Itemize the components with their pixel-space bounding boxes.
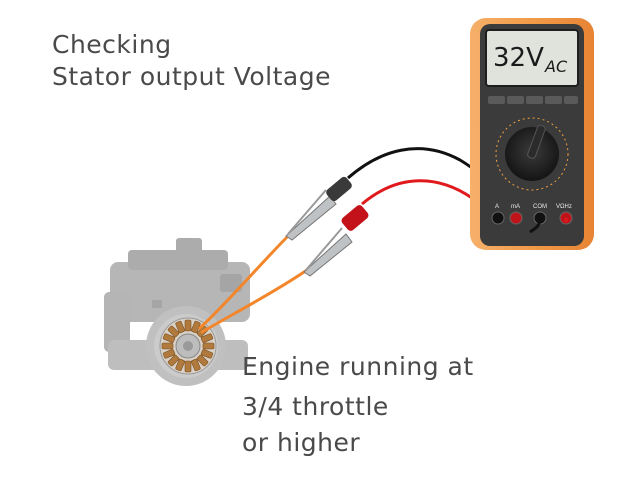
note-line-3: or higher (242, 428, 361, 457)
stator-coil (161, 342, 174, 350)
note-line-2: 3/4 throttle (242, 392, 389, 421)
stator-coil (202, 342, 215, 350)
dial-pointer (527, 124, 546, 159)
rotary-dial (495, 117, 569, 191)
multimeter: 32V AC A mA COM VΩHz (470, 18, 594, 250)
stator-coil (191, 358, 201, 372)
stator-output-wires (198, 230, 312, 334)
stator-coil (162, 333, 176, 343)
stator-coil (184, 319, 192, 332)
jack-label-ma: mA (511, 204, 520, 210)
alligator-clip-red (303, 205, 369, 277)
lcd-reading-value: 32V (493, 43, 544, 73)
stator-coil (167, 354, 180, 367)
note-line-1: Engine running at (242, 352, 474, 381)
black-lead-plug (529, 217, 542, 234)
jack-label-com: COM (533, 204, 547, 210)
stator-coil (184, 360, 192, 373)
stator-coil (167, 325, 180, 338)
lcd-display (485, 29, 579, 87)
stator-coil (175, 358, 185, 372)
jack-label-v: VΩHz (556, 204, 572, 210)
stator-coil (200, 349, 214, 359)
stator (159, 317, 217, 375)
title-line-2: Stator output Voltage (52, 62, 331, 91)
jack-label-a: A (495, 204, 499, 210)
alligator-clip-black (285, 176, 352, 241)
stator-coil (196, 354, 209, 367)
lcd-reading-unit: AC (544, 57, 568, 76)
stator-coil (162, 349, 176, 359)
stator-coil (200, 333, 214, 343)
stator-coil (175, 320, 185, 334)
title-line-1: Checking (52, 30, 172, 59)
meter-function-buttons (488, 96, 578, 104)
stator-coils (161, 319, 215, 373)
